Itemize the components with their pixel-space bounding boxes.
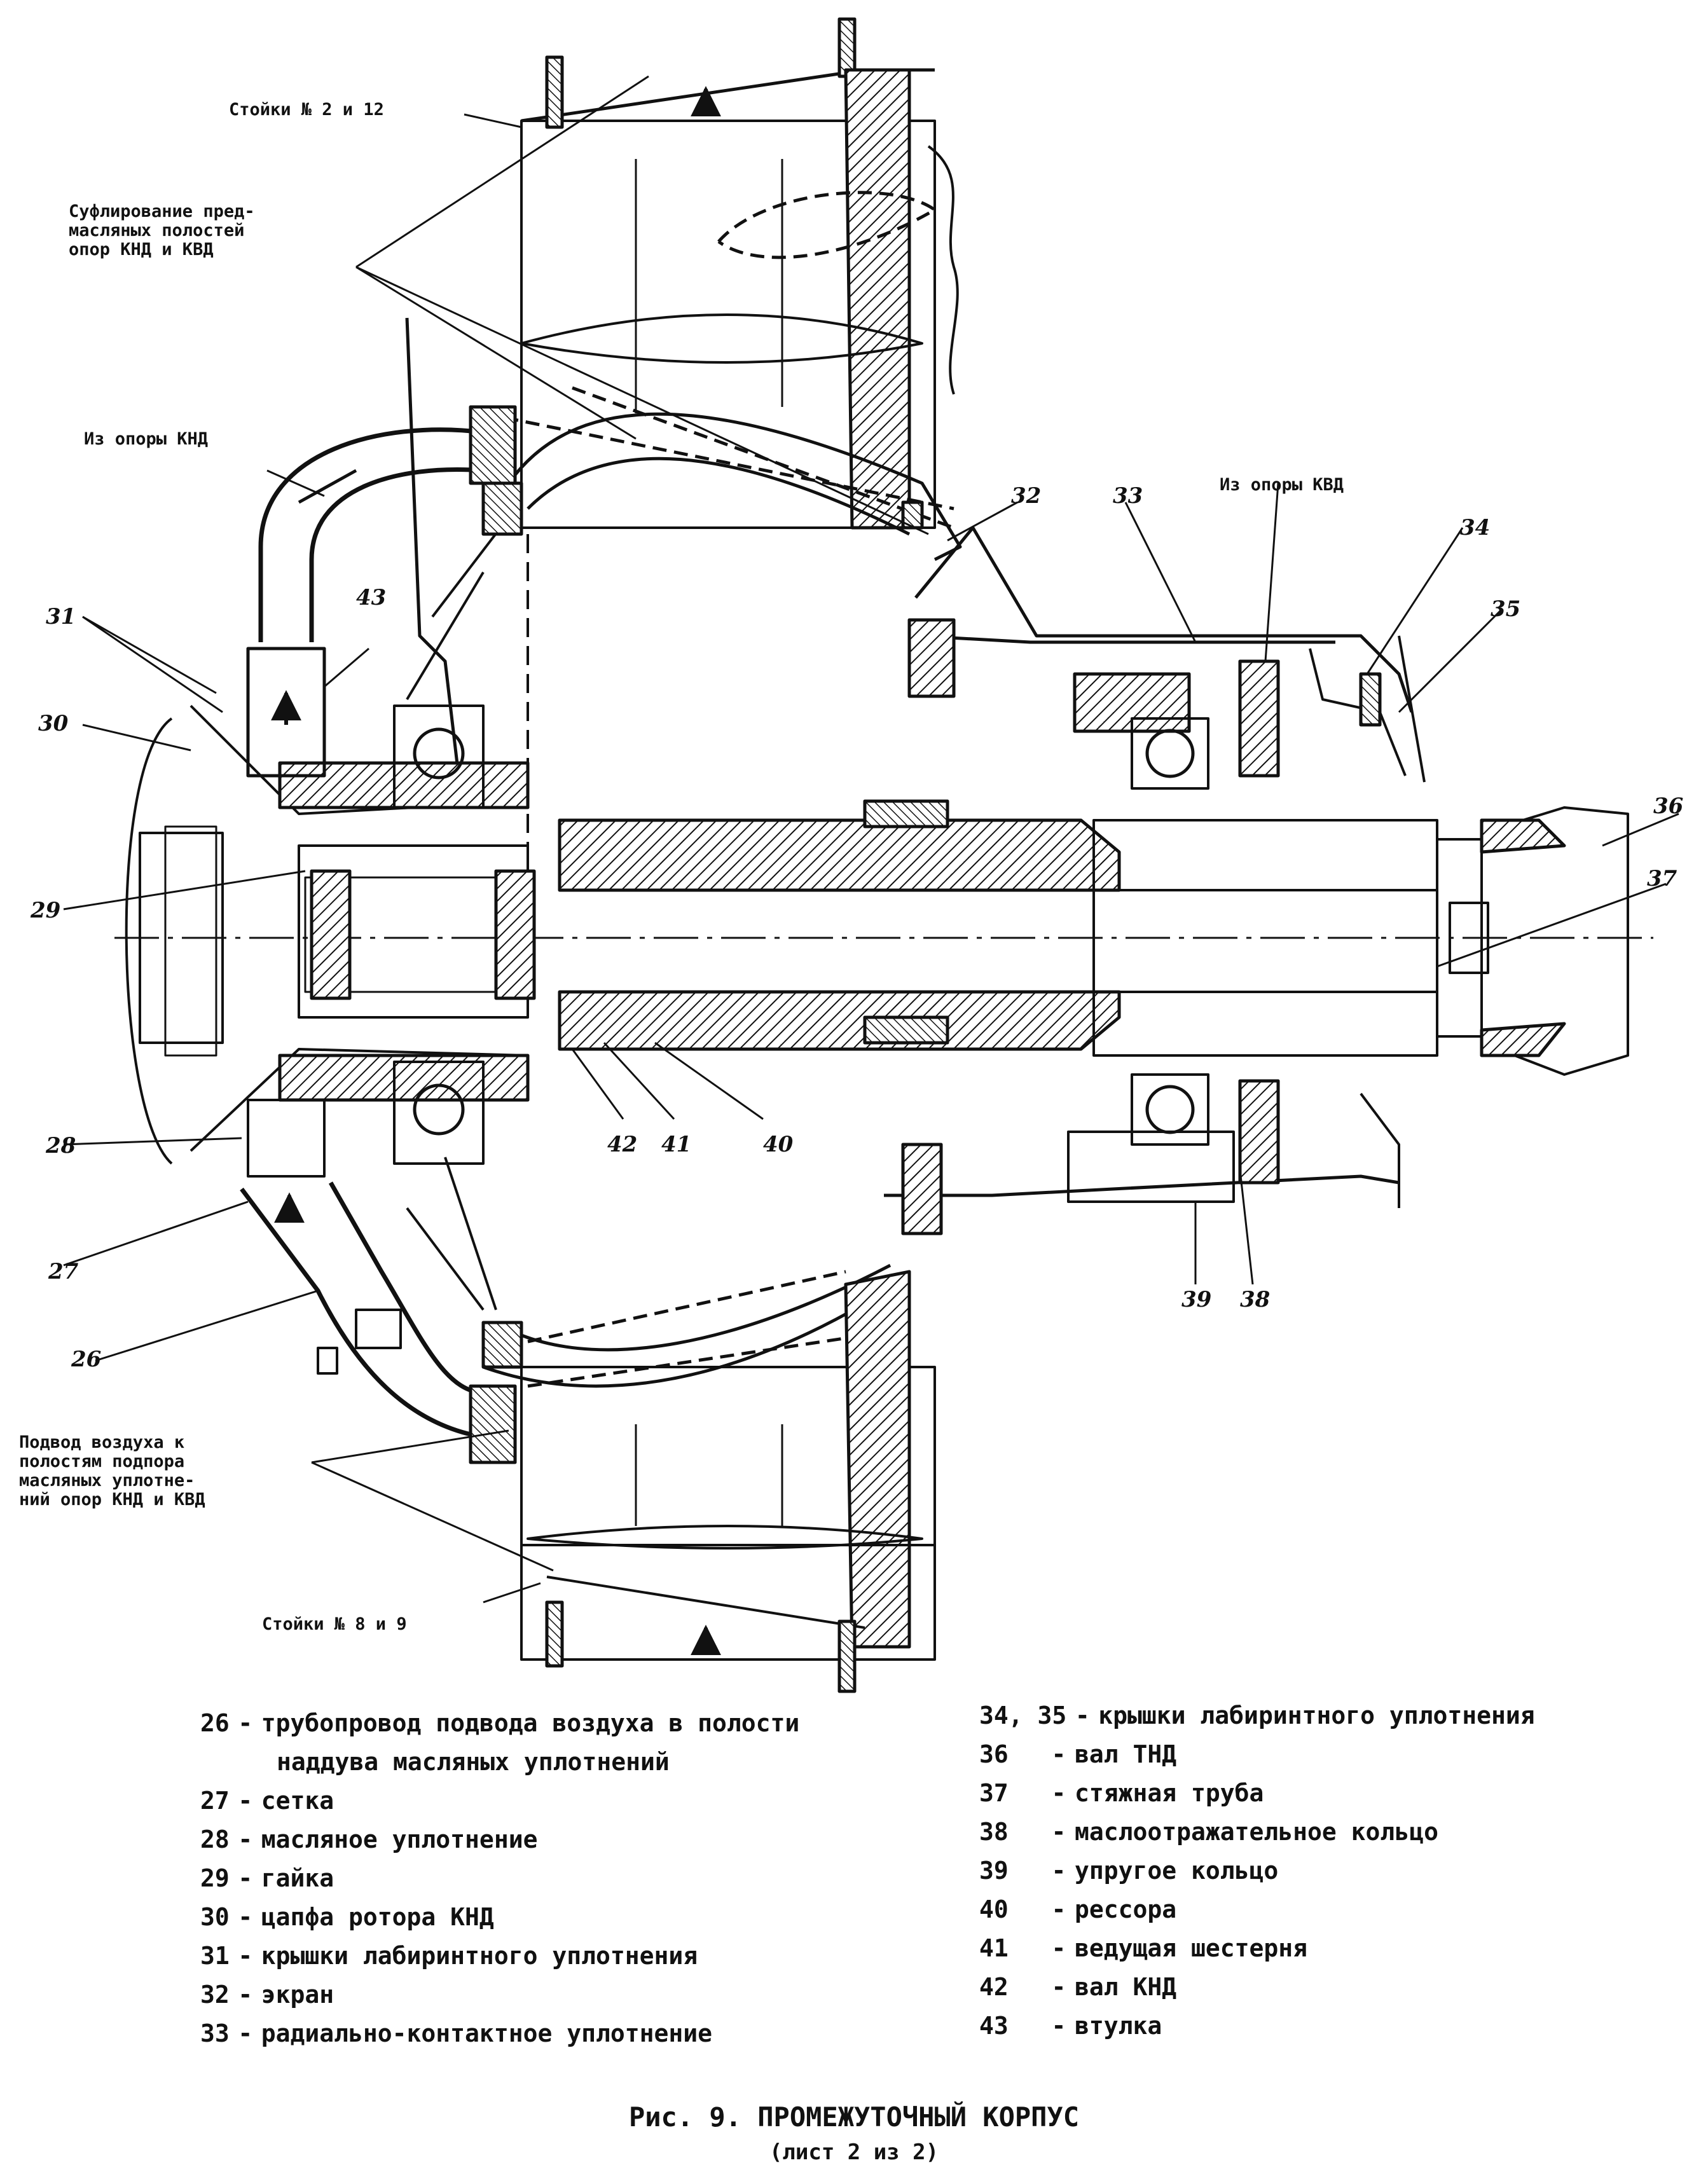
legend-item-37: 37-стяжная труба <box>979 1779 1264 1807</box>
lower-strut-housing <box>520 1270 936 1693</box>
legend-item-43: 43-втулка <box>979 2012 1162 2040</box>
part-number-28: 28 <box>46 1133 76 1158</box>
legend-item-40: 40-рессора <box>979 1895 1177 1923</box>
legend-item-29: 29-гайка <box>200 1864 334 1892</box>
figure-sheet-number: (лист 2 из 2) <box>769 2140 939 2165</box>
legend-item-32: 32-экран <box>200 1981 334 2009</box>
part-number-29: 29 <box>31 898 61 923</box>
part-number-34: 34 <box>1460 515 1491 540</box>
legend-left: 26-трубопровод подвода воздуха в полости… <box>200 1704 799 2053</box>
part-number-32: 32 <box>1011 483 1042 509</box>
callout-breather: Суфлирование пред- масляных полостей опо… <box>69 202 255 259</box>
legend-item-30: 30-цапфа ротора КНД <box>200 1903 494 1931</box>
legend-item-27: 27-сетка <box>200 1787 334 1815</box>
legend-item-31: 31-крышки лабиринтного уплотнения <box>200 1942 698 1970</box>
upper-air-pipe <box>258 405 517 642</box>
figure-title: Рис. 9. ПРОМЕЖУТОЧНЫЙ КОРПУС <box>628 2101 1079 2133</box>
part-number-27: 27 <box>48 1259 79 1284</box>
leader-lines <box>63 75 1679 1604</box>
part-number-37: 37 <box>1647 866 1677 891</box>
part-number-38: 38 <box>1240 1287 1271 1312</box>
legend-item-38: 38-маслоотражательное кольцо <box>979 1818 1438 1846</box>
callout-struts-2-12: Стойки № 2 и 12 <box>229 100 384 120</box>
legend-item-36: 36-вал ТНД <box>979 1740 1177 1768</box>
legend-item-34-35: 34, 35-крышки лабиринтного уплотнения <box>979 1701 1535 1729</box>
lpc-trunnion <box>125 647 530 1178</box>
legend-item-33: 33-радиально-контактное уплотнение <box>200 2019 712 2047</box>
lower-inner-cone <box>406 1073 1400 1388</box>
part-number-40: 40 <box>763 1132 794 1157</box>
hpc-support-upper <box>907 526 1426 790</box>
part-number-42: 42 <box>607 1132 638 1157</box>
legend-right: 34, 35-крышки лабиринтного уплотнения 36… <box>979 1696 1535 2045</box>
part-number-43: 43 <box>356 585 387 610</box>
legend-item-26-cont: наддува масляных уплотнений <box>277 1748 670 1776</box>
callout-from-hpc-support: Из опоры КВД <box>1220 475 1344 495</box>
part-number-35: 35 <box>1491 596 1521 622</box>
legend-item-39: 39-упругое кольцо <box>979 1857 1279 1885</box>
part-number-36: 36 <box>1653 794 1684 819</box>
upper-strut-housing <box>520 17 959 530</box>
part-number-41: 41 <box>661 1132 692 1157</box>
callout-struts-8-9: Стойки № 8 и 9 <box>262 1614 407 1634</box>
upper-inner-cone <box>405 317 962 941</box>
part-number-33: 33 <box>1113 483 1143 509</box>
callout-from-lpc-support: Из опоры КНД <box>84 429 209 449</box>
part-number-30: 30 <box>38 711 69 736</box>
legend-item-26: 26-трубопровод подвода воздуха в полости <box>200 1709 800 1737</box>
lower-air-pipe <box>240 1181 517 1464</box>
part-number-31: 31 <box>46 604 76 629</box>
legend-item-41: 41-ведущая шестерня <box>979 1934 1308 1962</box>
part-number-39: 39 <box>1181 1287 1212 1312</box>
intermediate-casing-drawing <box>63 17 1679 1693</box>
part-number-26: 26 <box>71 1347 102 1372</box>
shaft-assembly <box>298 799 1629 1076</box>
legend-item-42: 42-вал КНД <box>979 1973 1177 2001</box>
legend-item-28: 28-масляное уплотнение <box>200 1825 538 1853</box>
callout-air-supply: Подвод воздуха к полостям подпора маслян… <box>19 1433 205 1509</box>
